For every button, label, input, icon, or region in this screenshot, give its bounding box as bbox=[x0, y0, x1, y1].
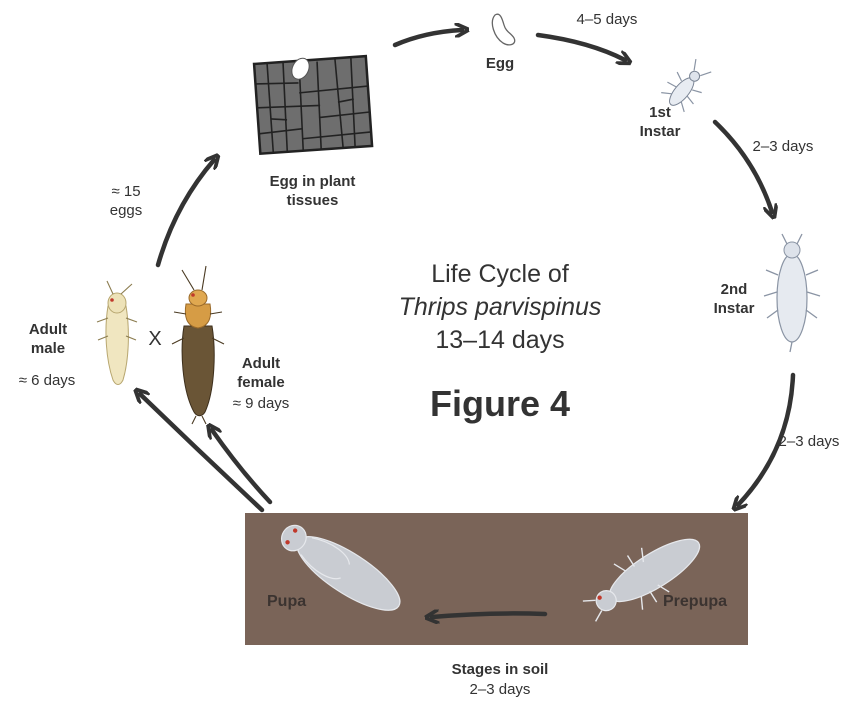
adult-female-illustration bbox=[172, 266, 224, 424]
title-line-1: Life Cycle of bbox=[340, 258, 660, 291]
duration-egg-to-first-instar: 4–5 days bbox=[564, 10, 650, 29]
duration-adult-male: ≈ 6 days bbox=[6, 371, 88, 390]
arrow-plant-to-egg bbox=[395, 30, 462, 45]
duration-adult-female: ≈ 9 days bbox=[224, 394, 298, 413]
mating-symbol: X bbox=[140, 330, 170, 349]
label-first-instar: 1st Instar bbox=[634, 103, 686, 141]
eggs-count-label: ≈ 15 eggs bbox=[92, 182, 160, 220]
title-duration: 13–14 days bbox=[340, 324, 660, 357]
duration-second-instar-to-prepupa: 2–3 days bbox=[766, 432, 852, 451]
arrow-first-to-second-instar bbox=[715, 122, 772, 212]
label-adult-male: Adult male bbox=[18, 320, 78, 358]
arrow-adults-to-plant bbox=[158, 160, 214, 265]
adult-male-illustration bbox=[97, 281, 137, 385]
egg-illustration bbox=[492, 14, 514, 45]
label-prepupa: Prepupa bbox=[663, 593, 727, 611]
title-species: Thrips parvispinus bbox=[340, 291, 660, 324]
diagram-title: Life Cycle of Thrips parvispinus 13–14 d… bbox=[340, 258, 660, 357]
label-second-instar: 2nd Instar bbox=[706, 280, 762, 318]
label-adult-female: Adult female bbox=[228, 354, 294, 392]
duration-first-to-second-instar: 2–3 days bbox=[740, 137, 826, 156]
second-instar-illustration bbox=[764, 234, 820, 352]
label-egg: Egg bbox=[475, 54, 525, 73]
label-stages-in-soil: Stages in soil bbox=[420, 660, 580, 679]
label-pupa: Pupa bbox=[267, 593, 306, 611]
figure-label: Figure 4 bbox=[400, 383, 600, 425]
plant-tissue-illustration bbox=[254, 51, 372, 154]
label-egg-in-plant: Egg in plant tissues bbox=[250, 172, 375, 210]
arrow-egg-to-first-instar bbox=[538, 35, 625, 60]
duration-soil-stages: 2–3 days bbox=[450, 680, 550, 699]
